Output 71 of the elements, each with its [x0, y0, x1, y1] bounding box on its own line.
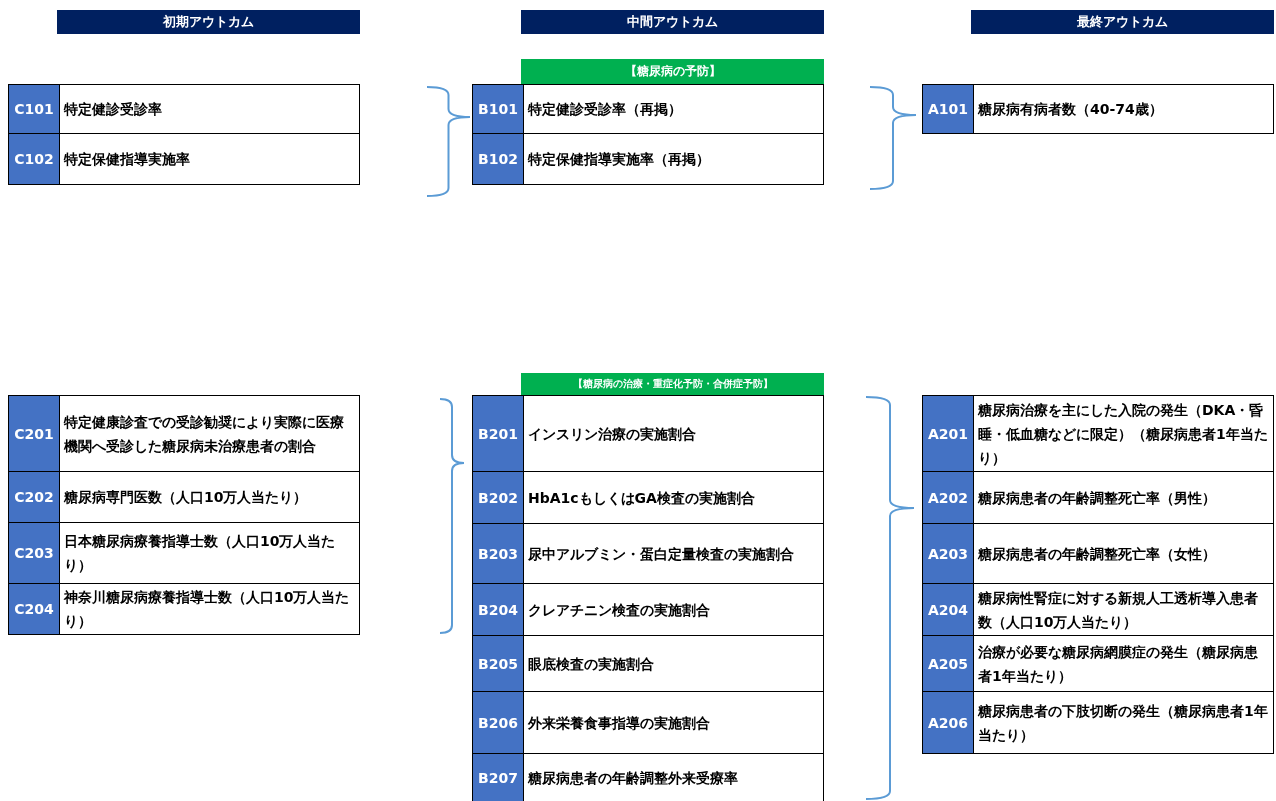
indicator-row — [472, 84, 824, 134]
indicator-row — [472, 691, 824, 754]
indicator-row — [922, 84, 1274, 134]
indicator-code: B101 — [473, 85, 524, 133]
indicator-name: HbA1cもしくはGA検査の実施割合 — [527, 488, 756, 508]
indicator-row — [922, 471, 1274, 524]
indicator-code: C101 — [9, 85, 60, 133]
indicator-name: 日本糖尿病療養指導士数（人口10万人当たり） — [63, 532, 337, 575]
category-band: 【糖尿病の治療・重症化予防・合併症予防】 — [521, 373, 824, 395]
indicator-code: A205 — [923, 636, 974, 691]
indicator-name: 糖尿病治療を主にした入院の発生（DKA・昏睡・低血糖などに限定）（糖尿病患者1年当たり） — [977, 400, 1269, 468]
indicator-row — [472, 635, 824, 692]
indicator-name: 糖尿病有病者数（40-74歳） — [977, 100, 1164, 119]
indicator-code: A101 — [923, 85, 974, 133]
indicator-code: A202 — [923, 472, 974, 523]
indicator-code: B202 — [473, 472, 524, 523]
indicator-name: 特定保健指導実施率 — [62, 150, 191, 169]
indicator-code: B203 — [473, 524, 524, 583]
indicator-name: インスリン治療の実施割合 — [527, 424, 697, 444]
indicator-code: C201 — [9, 396, 60, 471]
indicator-row — [8, 133, 360, 185]
indicator-code: B204 — [473, 584, 524, 635]
column-header: 初期アウトカム — [57, 10, 360, 34]
indicator-code: A206 — [923, 692, 974, 753]
indicator-row — [472, 471, 824, 524]
indicator-name: 特定健康診査での受診勧奨により実際に医療機関へ受診した糖尿病未治療患者の割合 — [62, 412, 345, 456]
indicator-name: 糖尿病患者の年齢調整死亡率（男性） — [977, 488, 1217, 508]
indicator-name: 糖尿病患者の年齢調整死亡率（女性） — [977, 544, 1217, 564]
indicator-row — [922, 395, 1274, 472]
indicator-code: B206 — [473, 692, 524, 753]
indicator-name: 治療が必要な糖尿病網膜症の発生（糖尿病患者1年当たり） — [977, 642, 1259, 686]
indicator-name: 眼底検査の実施割合 — [527, 654, 655, 674]
column-header: 最終アウトカム — [971, 10, 1274, 34]
indicator-row — [922, 691, 1274, 754]
indicator-name: 特定保健指導実施率（再掲） — [526, 150, 711, 169]
indicator-name: 糖尿病性腎症に対する新規人工透析導入患者数（人口10万人当たり） — [977, 588, 1259, 632]
indicator-row — [472, 395, 824, 472]
indicator-name: クレアチニン検査の実施割合 — [527, 600, 711, 620]
indicator-code: B102 — [473, 134, 524, 184]
indicator-name: 特定健診受診率 — [62, 100, 163, 119]
indicator-row — [472, 133, 824, 185]
indicator-name: 糖尿病患者の年齢調整外来受療率 — [527, 769, 739, 788]
indicator-code: B205 — [473, 636, 524, 691]
indicator-row — [472, 583, 824, 636]
indicator-row — [8, 522, 360, 584]
indicator-code: B201 — [473, 396, 524, 471]
indicator-code: B207 — [473, 754, 524, 801]
indicator-row — [472, 753, 824, 801]
indicator-name: 外来栄養食事指導の実施割合 — [527, 713, 711, 733]
indicator-name: 糖尿病患者の下肢切断の発生（糖尿病患者1年当たり） — [977, 701, 1269, 745]
indicator-name: 尿中アルブミン・蛋白定量検査の実施割合 — [527, 544, 795, 564]
indicator-code: A201 — [923, 396, 974, 471]
indicator-row — [922, 523, 1274, 584]
indicator-code: A203 — [923, 524, 974, 583]
indicator-code: C102 — [9, 134, 60, 184]
indicator-code: A204 — [923, 584, 974, 635]
indicator-row — [922, 635, 1274, 692]
category-band: 【糖尿病の予防】 — [521, 59, 824, 84]
indicator-name: 糖尿病専門医数（人口10万人当たり） — [63, 488, 309, 507]
indicator-row — [8, 84, 360, 134]
indicator-name: 特定健診受診率（再掲） — [526, 100, 683, 119]
indicator-code: C203 — [9, 523, 60, 583]
indicator-row — [8, 395, 360, 472]
indicator-row — [472, 523, 824, 584]
indicator-row — [8, 471, 360, 523]
indicator-row — [922, 583, 1274, 636]
column-header: 中間アウトカム — [521, 10, 824, 34]
indicator-code: C204 — [9, 584, 60, 634]
indicator-row — [8, 583, 360, 635]
indicator-name: 神奈川糖尿病療養指導士数（人口10万人当たり） — [62, 588, 351, 631]
indicator-code: C202 — [9, 472, 60, 522]
